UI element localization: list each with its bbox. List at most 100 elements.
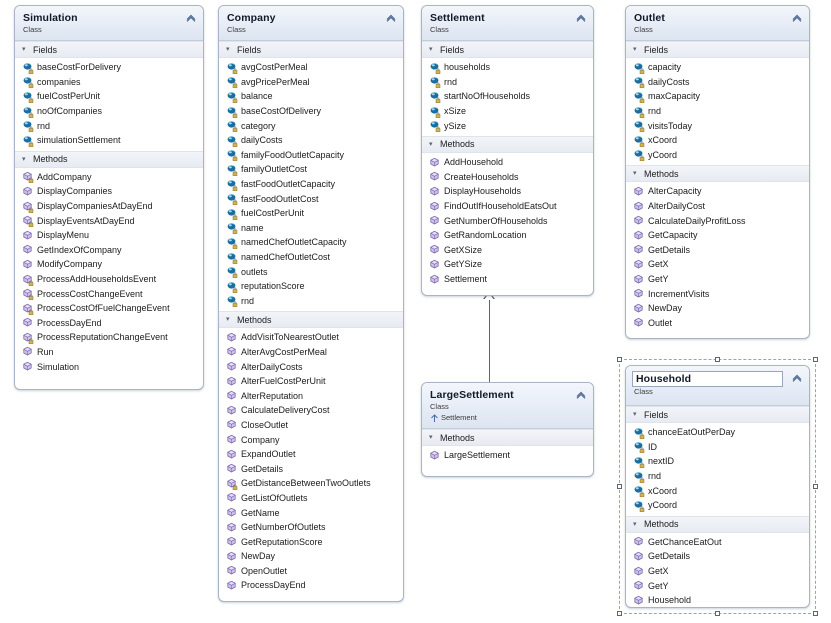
member-row[interactable]: startNoOfHouseholds (422, 89, 593, 104)
member-row[interactable]: GetDistanceBetweenTwoOutlets (219, 476, 403, 491)
member-row[interactable]: rnd (422, 75, 593, 90)
collapse-chevron-icon[interactable] (575, 12, 587, 24)
class-header[interactable]: Settlement Class (422, 6, 593, 41)
member-row[interactable]: Simulation (15, 359, 203, 374)
member-row[interactable]: Household (626, 593, 809, 607)
class-header[interactable]: Simulation Class (15, 6, 203, 41)
resize-handle-nw[interactable] (617, 357, 622, 362)
member-row[interactable]: dailyCosts (626, 75, 809, 90)
member-row[interactable]: GetY (626, 578, 809, 593)
member-row[interactable]: ProcessDayEnd (15, 316, 203, 331)
class-header[interactable]: Company Class (219, 6, 403, 41)
member-row[interactable]: GetReputationScore (219, 534, 403, 549)
member-row[interactable]: AlterFuelCostPerUnit (219, 374, 403, 389)
member-row[interactable]: households (422, 60, 593, 75)
member-row[interactable]: namedChefOutletCapacity (219, 235, 403, 250)
member-row[interactable]: GetName (219, 505, 403, 520)
resize-handle-s[interactable] (715, 611, 720, 616)
member-row[interactable]: namedChefOutletCost (219, 250, 403, 265)
member-row[interactable]: DisplayCompaniesAtDayEnd (15, 199, 203, 214)
member-row[interactable]: LargeSettlement (422, 448, 593, 463)
class-header[interactable]: LargeSettlement Class Settlement (422, 383, 593, 429)
member-row[interactable]: noOfCompanies (15, 104, 203, 119)
member-row[interactable]: yCoord (626, 498, 809, 513)
member-row[interactable]: simulationSettlement (15, 133, 203, 148)
resize-handle-n[interactable] (715, 357, 720, 362)
fields-section-header[interactable]: ▾ Fields (626, 41, 809, 58)
member-row[interactable]: GetX (626, 257, 809, 272)
expander-triangle-icon[interactable]: ▾ (633, 411, 637, 418)
member-row[interactable]: rnd (626, 104, 809, 119)
member-row[interactable]: maxCapacity (626, 89, 809, 104)
collapse-chevron-icon[interactable] (575, 389, 587, 401)
expander-triangle-icon[interactable]: ▾ (429, 434, 433, 441)
member-row[interactable]: avgPricePerMeal (219, 75, 403, 90)
member-row[interactable]: ProcessReputationChangeEvent (15, 330, 203, 345)
member-row[interactable]: DisplayMenu (15, 228, 203, 243)
expander-triangle-icon[interactable]: ▾ (633, 170, 637, 178)
member-row[interactable]: NewDay (626, 301, 809, 316)
member-row[interactable]: AlterReputation (219, 388, 403, 403)
member-row[interactable]: familyFoodOutletCapacity (219, 148, 403, 163)
methods-section-header[interactable]: ▾ Methods (626, 515, 809, 533)
member-row[interactable]: yCoord (626, 148, 809, 163)
member-row[interactable]: Outlet (626, 316, 809, 331)
resize-handle-ne[interactable] (813, 357, 818, 362)
member-row[interactable]: DisplayHouseholds (422, 184, 593, 199)
member-row[interactable]: AlterDailyCost (626, 199, 809, 214)
member-row[interactable]: GetRandomLocation (422, 228, 593, 243)
member-row[interactable]: GetDetails (219, 461, 403, 476)
member-row[interactable]: GetCapacity (626, 228, 809, 243)
member-row[interactable]: dailyCosts (219, 133, 403, 148)
member-row[interactable]: rnd (219, 294, 403, 309)
member-row[interactable]: IncrementVisits (626, 286, 809, 301)
member-row[interactable]: GetChanceEatOut (626, 535, 809, 550)
member-row[interactable]: baseCostForDelivery (15, 60, 203, 75)
fields-section-header[interactable]: ▾ Fields (15, 41, 203, 58)
class-header[interactable]: Household Class (626, 366, 809, 406)
member-row[interactable]: GetIndexOfCompany (15, 243, 203, 258)
member-row[interactable]: xCoord (626, 483, 809, 498)
member-row[interactable]: name (219, 221, 403, 236)
class-card-simulation[interactable]: Simulation Class ▾ Fields baseCostForDel… (14, 5, 204, 390)
member-row[interactable]: nextID (626, 454, 809, 469)
expander-triangle-icon[interactable]: ▾ (633, 520, 637, 528)
methods-section-header[interactable]: ▾ Methods (626, 165, 809, 183)
member-row[interactable]: AddCompany (15, 170, 203, 185)
member-row[interactable]: OpenOutlet (219, 564, 403, 579)
member-row[interactable]: AlterAvgCostPerMeal (219, 345, 403, 360)
member-row[interactable]: GetY (626, 272, 809, 287)
member-row[interactable]: baseCostOfDelivery (219, 104, 403, 119)
member-row[interactable]: companies (15, 75, 203, 90)
member-row[interactable]: visitsToday (626, 118, 809, 133)
resize-handle-e[interactable] (813, 484, 818, 489)
member-row[interactable]: avgCostPerMeal (219, 60, 403, 75)
member-row[interactable]: ProcessCostOfFuelChangeEvent (15, 301, 203, 316)
member-row[interactable]: GetDetails (626, 243, 809, 258)
member-row[interactable]: GetNumberOfOutlets (219, 520, 403, 535)
expander-triangle-icon[interactable]: ▾ (22, 155, 26, 163)
member-row[interactable]: xSize (422, 104, 593, 119)
member-row[interactable]: ProcessCostChangeEvent (15, 286, 203, 301)
class-header[interactable]: Outlet Class (626, 6, 809, 41)
expander-triangle-icon[interactable]: ▾ (226, 46, 230, 53)
collapse-chevron-icon[interactable] (791, 372, 803, 384)
fields-section-header[interactable]: ▾ Fields (422, 41, 593, 58)
member-row[interactable]: fastFoodOutletCost (219, 191, 403, 206)
methods-section-header[interactable]: ▾ Methods (15, 150, 203, 168)
member-row[interactable]: ProcessAddHouseholdsEvent (15, 272, 203, 287)
member-row[interactable]: AddHousehold (422, 155, 593, 170)
methods-section-header[interactable]: ▾ Methods (422, 429, 593, 446)
member-row[interactable]: Settlement (422, 272, 593, 287)
member-row[interactable]: rnd (15, 118, 203, 133)
member-row[interactable]: GetYSize (422, 257, 593, 272)
member-row[interactable]: CalculateDailyProfitLoss (626, 213, 809, 228)
fields-section-header[interactable]: ▾ Fields (626, 406, 809, 423)
member-row[interactable]: fuelCostPerUnit (15, 89, 203, 104)
member-row[interactable]: outlets (219, 264, 403, 279)
collapse-chevron-icon[interactable] (385, 12, 397, 24)
member-row[interactable]: DisplayCompanies (15, 184, 203, 199)
